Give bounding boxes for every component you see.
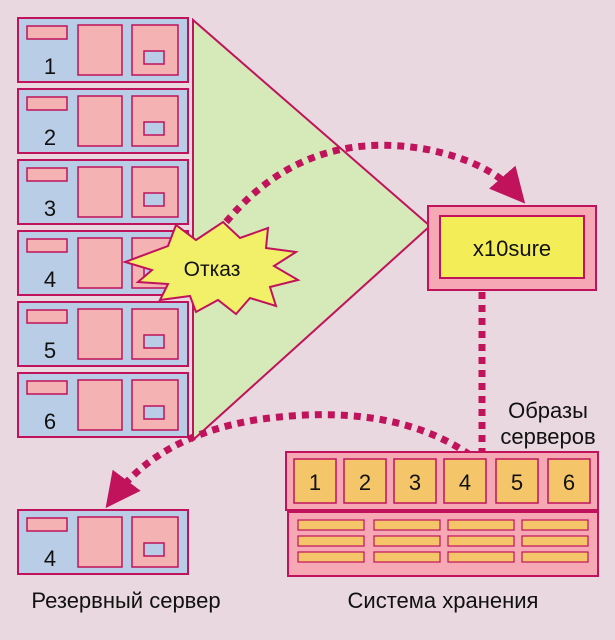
disk-column: [447, 519, 515, 563]
image-slot: 5: [495, 458, 539, 504]
server-right-slot: [143, 542, 165, 557]
server-3: 3: [17, 159, 189, 225]
server-right-slot: [143, 121, 165, 136]
server-2: 2: [17, 88, 189, 154]
storage-caption: Система хранения: [348, 588, 539, 613]
server-1: 1: [17, 17, 189, 83]
server-front-label: [26, 380, 68, 395]
server-5: 5: [17, 301, 189, 367]
server-rack: 1 2 3 4: [17, 17, 189, 438]
standby-server-number: 4: [44, 546, 56, 571]
server-right-panel: [131, 24, 179, 76]
image-slot: 1: [293, 458, 337, 504]
image-slot: 4: [443, 458, 487, 504]
server-center-panel: [77, 24, 123, 76]
standby-server-caption: Резервный сервер: [31, 588, 220, 613]
image-slot: 3: [393, 458, 437, 504]
server-right-slot: [143, 334, 165, 349]
server-front-label: [26, 238, 68, 253]
server-number: 5: [44, 338, 56, 363]
failure-burst-star: [121, 220, 301, 316]
server-6: 6: [17, 372, 189, 438]
server-center-panel: [77, 516, 123, 568]
image-slot-label: 6: [563, 470, 575, 495]
server-center-panel: [77, 237, 123, 289]
storage-images-strip: [285, 451, 599, 511]
server-right-slot: [143, 192, 165, 207]
disk-column: [297, 519, 365, 563]
manager-label: x10sure: [473, 236, 551, 261]
server-right-panel: [131, 166, 179, 218]
image-slot: 2: [343, 458, 387, 504]
server-front-label: [26, 167, 68, 182]
manager-inner-panel: [439, 215, 585, 279]
server-right-panel: [131, 379, 179, 431]
distribution-triangle: [192, 17, 432, 443]
disk-column: [521, 519, 589, 563]
server-center-panel: [77, 379, 123, 431]
x10sure-manager: x10sure: [427, 205, 597, 291]
server-front-label: [26, 309, 68, 324]
server-center-panel: [77, 95, 123, 147]
image-slot-label: 4: [459, 470, 471, 495]
failure-burst: Отказ: [121, 220, 301, 316]
standby-server: 4: [17, 509, 189, 575]
server-number: 4: [44, 267, 56, 292]
server-right-panel: [131, 95, 179, 147]
server-number: 3: [44, 196, 56, 221]
disk-column: [373, 519, 441, 563]
server-number: 6: [44, 409, 56, 434]
image-slot-label: 5: [511, 470, 523, 495]
server-number: 2: [44, 125, 56, 150]
server-right-slot: [143, 50, 165, 65]
failure-notification-arrow: [215, 141, 526, 235]
images-label-line2: серверов: [500, 424, 595, 449]
storage-system: 1 2 3 4 5 6: [285, 451, 599, 613]
image-slot-label: 2: [359, 470, 371, 495]
images-label-line1: Образы: [508, 398, 588, 423]
server-front-label: [26, 517, 68, 532]
image-slot-label: 1: [309, 470, 321, 495]
images-label-backdrop: [494, 394, 606, 450]
server-center-panel: [77, 308, 123, 360]
image-slot: 6: [547, 458, 591, 504]
server-number: 1: [44, 54, 56, 79]
image-slot-label: 3: [409, 470, 421, 495]
server-right-slot: [143, 405, 165, 420]
server-front-label: [26, 96, 68, 111]
restore-image-arrow: [105, 411, 472, 509]
server-right-panel: [131, 516, 179, 568]
server-front-label: [26, 25, 68, 40]
failure-label: Отказ: [184, 258, 241, 281]
server-right-panel: [131, 308, 179, 360]
server-center-panel: [77, 166, 123, 218]
